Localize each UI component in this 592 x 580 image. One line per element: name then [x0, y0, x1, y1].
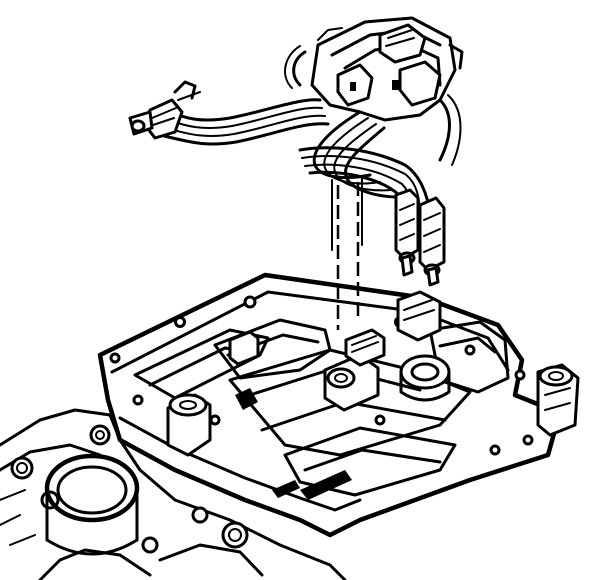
case-bosses-right — [536, 363, 580, 437]
harness-lead-center — [331, 177, 363, 251]
case-port — [44, 453, 140, 556]
terminal-leads-right — [394, 188, 446, 287]
terminal-lead-left — [128, 80, 201, 140]
harness-connector — [310, 16, 464, 122]
installation-guide-lines — [336, 182, 360, 330]
solenoid — [166, 290, 451, 457]
transmission-case — [0, 408, 347, 580]
